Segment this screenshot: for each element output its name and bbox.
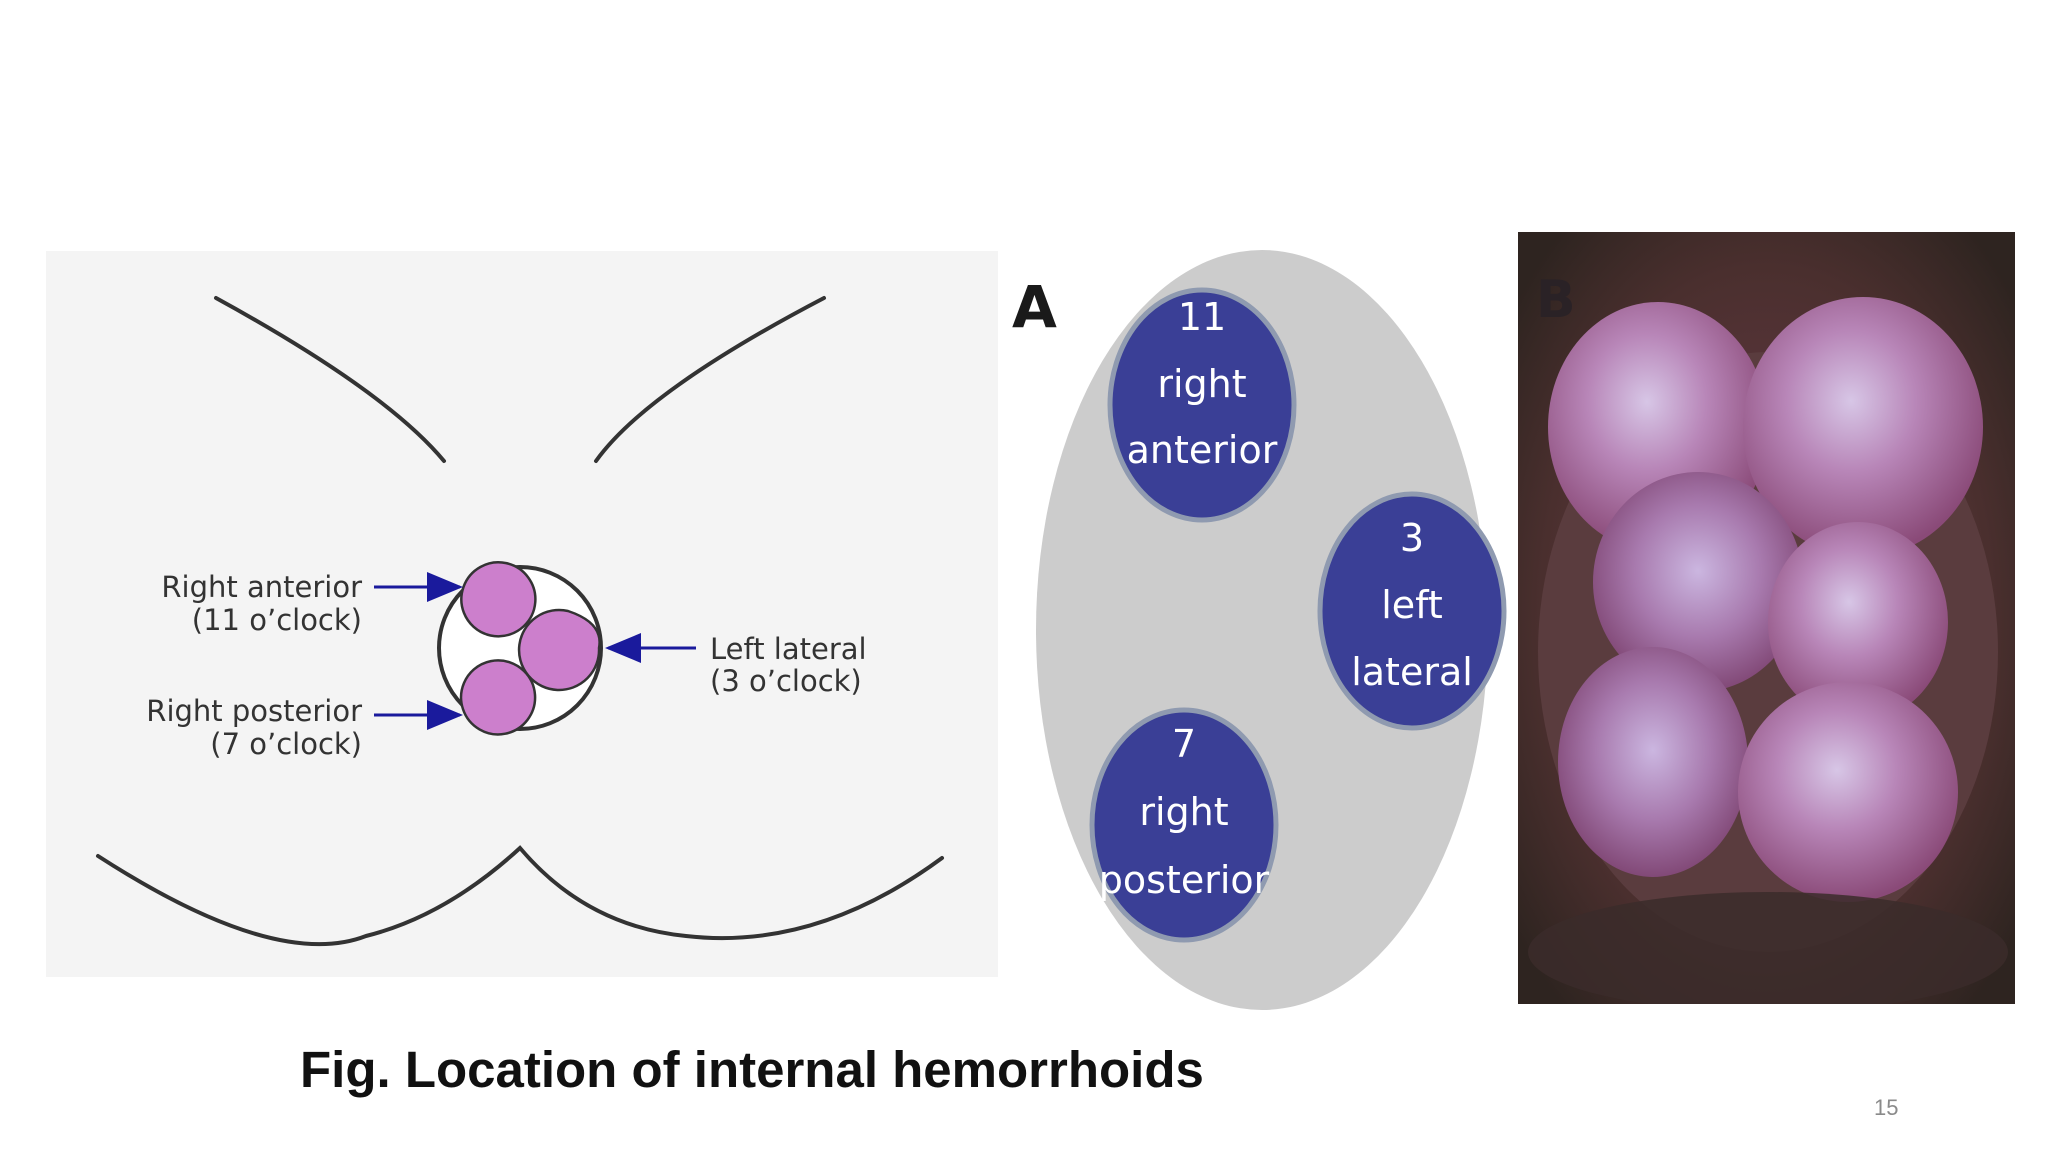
- left-lateral-cushion: [517, 608, 601, 692]
- upper-left-curve: [214, 296, 446, 463]
- panel-a-clock-positions: A 11 right anterior 3 left lateral 7 rig…: [1012, 245, 1512, 1015]
- panel-b-clinical-photo: B: [1518, 232, 2015, 1012]
- clinical-photo-icon: B: [1518, 232, 2015, 1012]
- label-right-posterior: Right posterior: [146, 694, 362, 728]
- right-posterior-word2: posterior: [1099, 858, 1270, 902]
- right-anterior-word1: right: [1157, 362, 1246, 406]
- buttocks-curve: [96, 845, 944, 947]
- figure-caption: Fig. Location of internal hemorrhoids: [300, 1041, 1204, 1098]
- left-lateral-number: 3: [1400, 516, 1424, 560]
- right-posterior-number: 7: [1172, 722, 1196, 766]
- left-lateral-word1: left: [1381, 583, 1443, 627]
- page-number: 15: [1874, 1095, 1899, 1120]
- circle-right-posterior: 7 right posterior: [1089, 707, 1279, 943]
- panel-b-letter: B: [1536, 270, 1576, 330]
- left-lateral-word2: lateral: [1351, 650, 1473, 694]
- label-left-lateral: Left lateral: [710, 632, 867, 666]
- panel-a-svg: A 11 right anterior 3 left lateral 7 rig…: [1012, 250, 1507, 1010]
- label-right-anterior: Right anterior: [161, 570, 362, 604]
- circle-right-anterior: 11 right anterior: [1107, 287, 1297, 523]
- anal-position-diagram: Right anterior (11 o’clock) Right poster…: [46, 251, 998, 977]
- label-left-lateral-clock: (3 o’clock): [710, 664, 862, 698]
- right-anterior-cushion: [460, 561, 537, 638]
- right-anterior-word2: anterior: [1127, 428, 1278, 472]
- right-posterior-word1: right: [1139, 790, 1228, 834]
- panel-a-letter: A: [1012, 273, 1057, 341]
- upper-right-curve: [594, 296, 826, 463]
- diagram-svg: Right anterior (11 o’clock) Right poster…: [46, 251, 998, 977]
- label-right-anterior-clock: (11 o’clock): [192, 603, 362, 637]
- circle-left-lateral: 3 left lateral: [1317, 491, 1507, 731]
- right-anterior-number: 11: [1178, 295, 1226, 339]
- label-right-posterior-clock: (7 o’clock): [210, 727, 362, 761]
- right-posterior-cushion: [459, 659, 537, 736]
